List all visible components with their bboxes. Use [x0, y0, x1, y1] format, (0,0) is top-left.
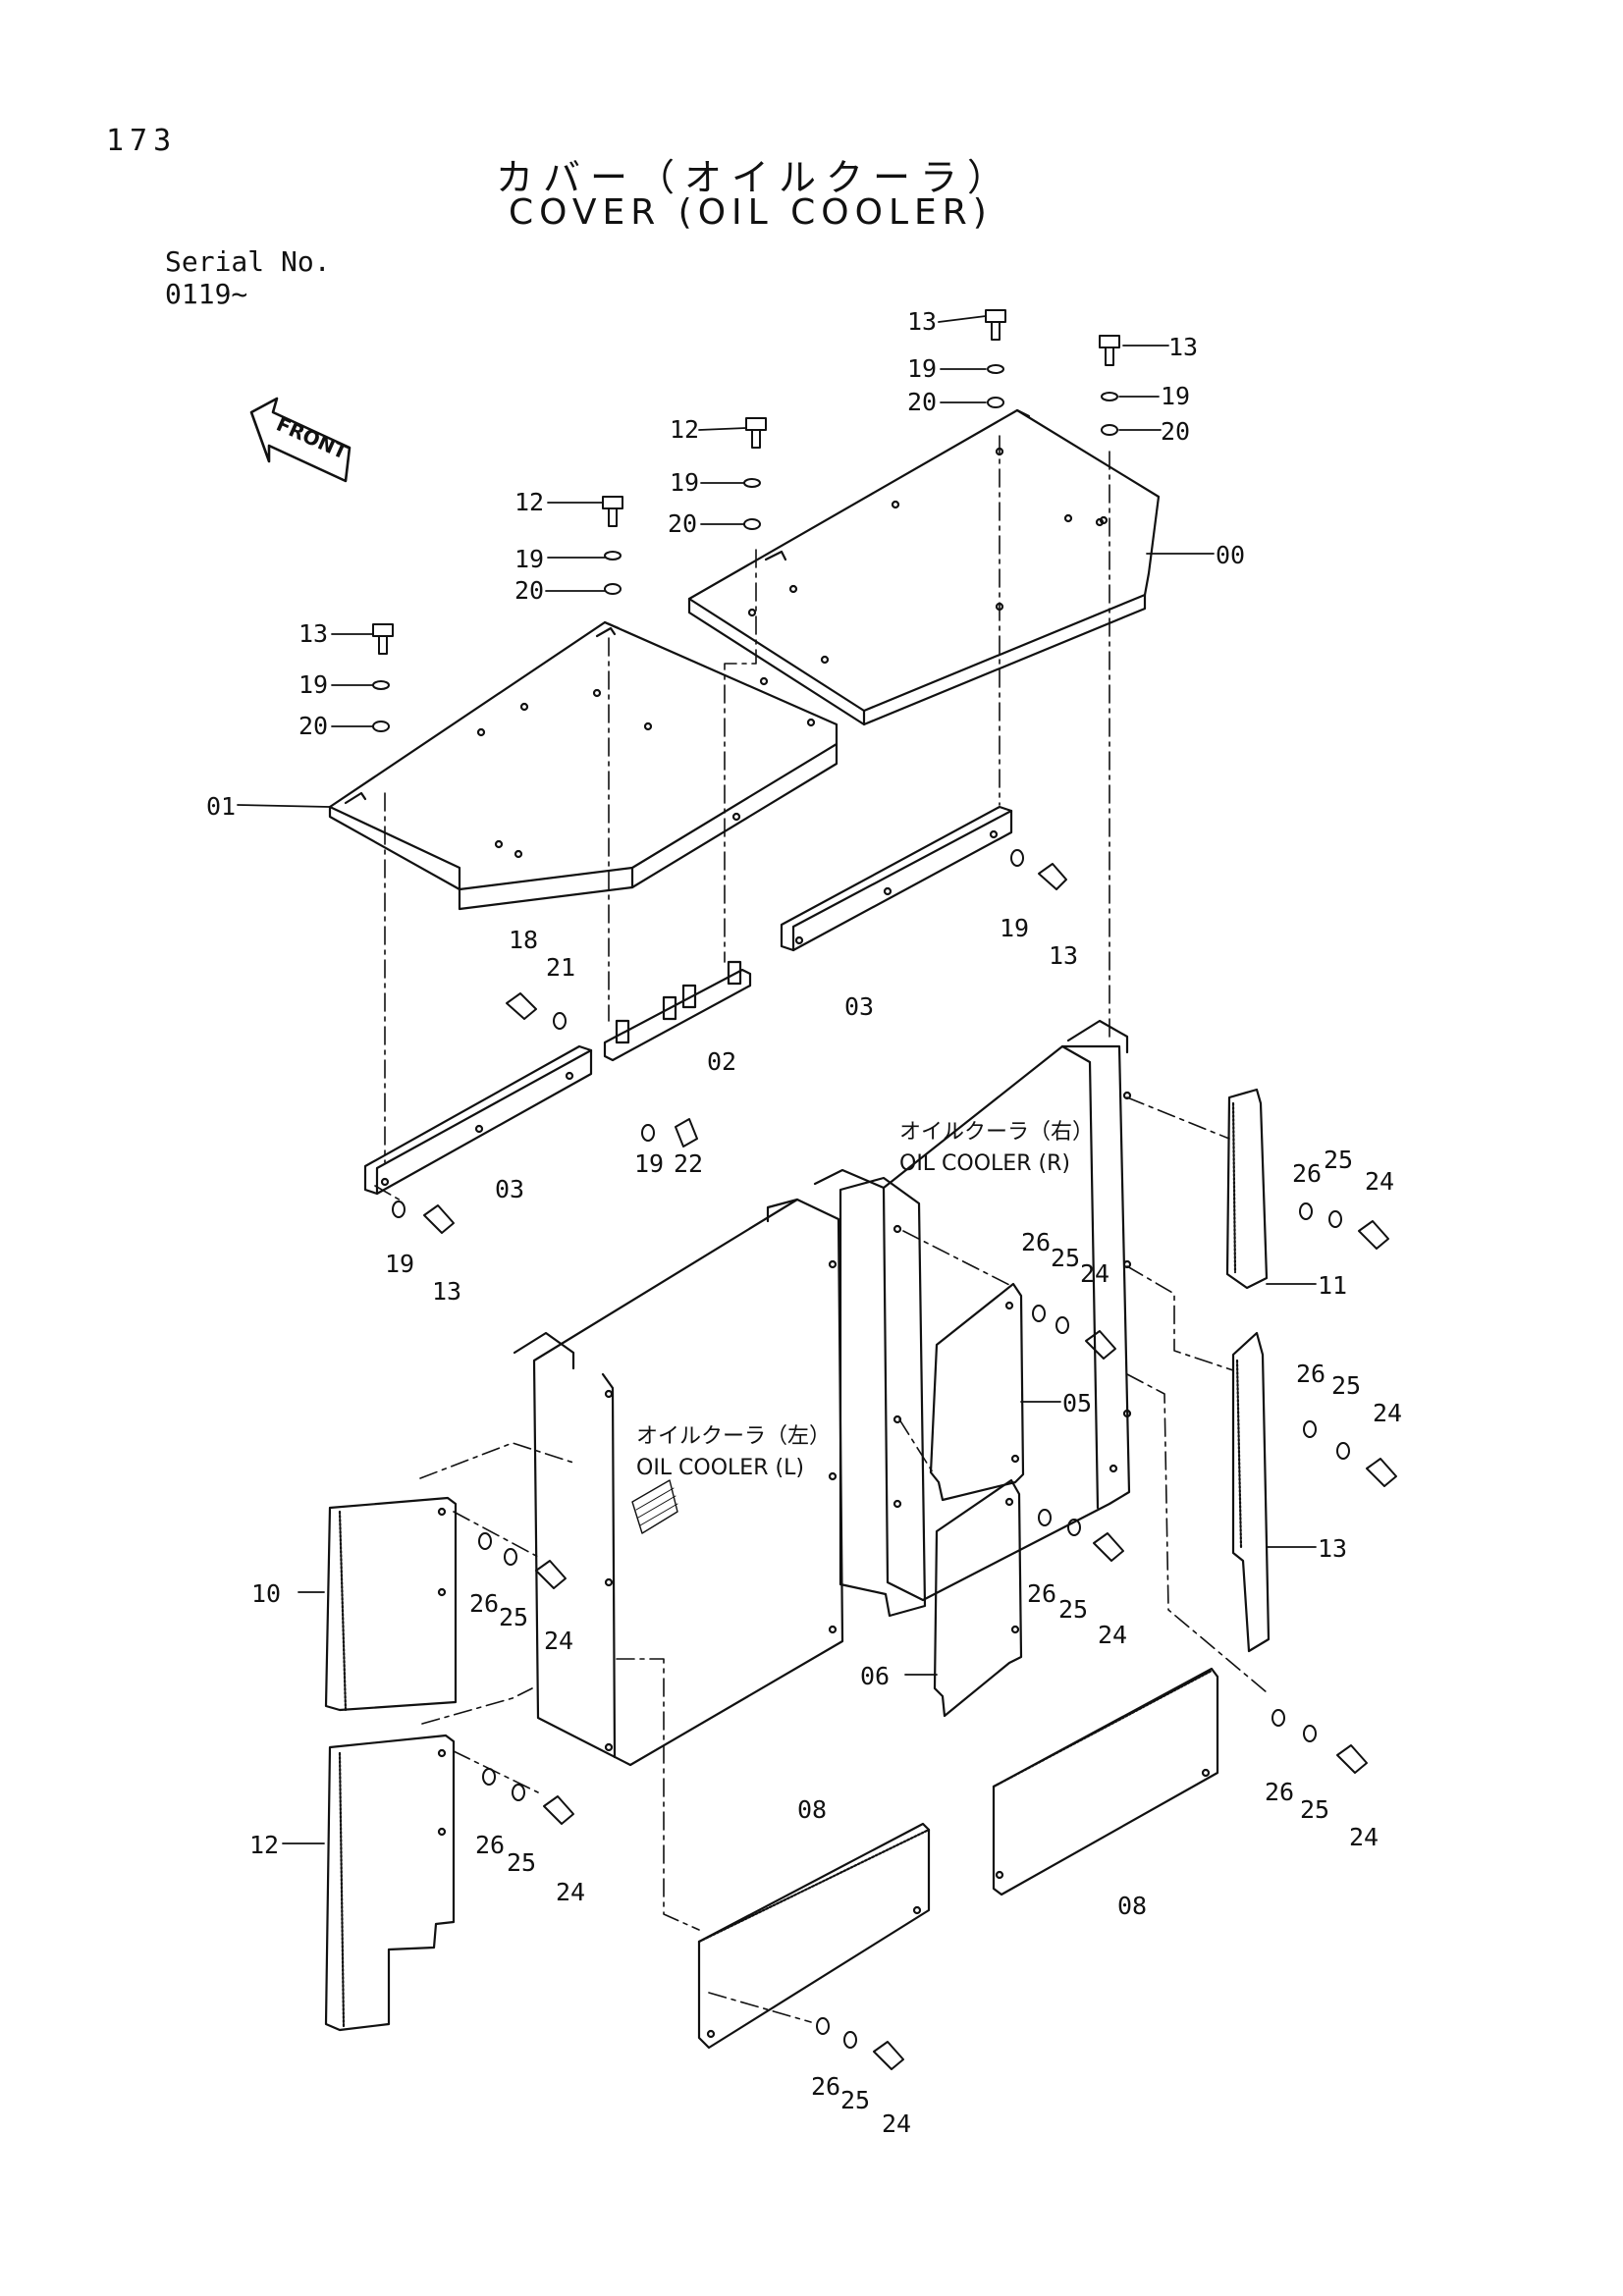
callout-26: 26: [1292, 1159, 1322, 1188]
oil-cooler-right-core: [813, 1168, 927, 1618]
page-number: 173: [106, 124, 178, 158]
callout-26: 26: [1021, 1228, 1051, 1256]
serial-number-value: 0119~: [165, 278, 248, 310]
callout-13: 13: [1318, 1534, 1347, 1563]
part-callouts: 13 13 19 19 20 20 00 12 19 20 12 19 20 1…: [206, 307, 1402, 2138]
callout-20: 20: [668, 509, 697, 538]
callout-24: 24: [1373, 1399, 1402, 1427]
callout-25: 25: [1324, 1146, 1353, 1174]
callout-26: 26: [1027, 1579, 1056, 1608]
callout-00: 00: [1216, 541, 1245, 569]
cover-panel-01: [328, 620, 839, 911]
callout-16: 12: [514, 488, 544, 516]
callout-19: 19: [385, 1250, 414, 1278]
page-title-japanese: カバー（オイルクーラ）: [496, 156, 1015, 199]
callout-20: 20: [298, 712, 328, 740]
side-panel-10: [324, 1496, 458, 1712]
callout-21: 21: [546, 953, 575, 982]
callout-24: 24: [1365, 1167, 1394, 1196]
side-panel-13: [1231, 1331, 1271, 1653]
callout-05: 05: [1062, 1389, 1092, 1417]
oil-cooler-right-label-en: OIL COOLER (R): [899, 1151, 1070, 1176]
callout-16: 12: [670, 415, 699, 444]
callout-11: 11: [1318, 1271, 1347, 1300]
callout-25: 25: [1058, 1595, 1088, 1624]
fasteners: [372, 309, 1397, 2070]
callout-17: 13: [298, 619, 328, 648]
front-arrow-label: FRONT: [273, 412, 352, 464]
callout-19: 19: [1161, 382, 1190, 410]
oil-cooler-left-label-ja: オイルクーラ（左）: [636, 1424, 831, 1449]
bottom-panel-08-left: [697, 1822, 931, 2050]
callout-25: 25: [1051, 1244, 1080, 1272]
page-title-english: COVER (OIL COOLER): [509, 192, 993, 233]
oil-cooler-right-label-ja: オイルクーラ（右）: [899, 1120, 1094, 1145]
callout-10: 10: [251, 1579, 281, 1608]
rail-03-right: [780, 805, 1013, 952]
callout-26: 26: [469, 1589, 499, 1618]
callout-25: 25: [1300, 1795, 1329, 1824]
callout-24: 24: [544, 1627, 573, 1655]
callout-22: 22: [674, 1149, 703, 1178]
callout-26: 26: [1265, 1778, 1294, 1806]
callout-24: 24: [882, 2109, 911, 2138]
callout-17: 13: [1168, 333, 1198, 361]
oil-cooler-left: [513, 1198, 844, 1767]
leader-lines: [237, 315, 1317, 1844]
front-direction-arrow: FRONT: [249, 397, 352, 483]
callout-19: 19: [907, 354, 937, 383]
callout-17: 13: [432, 1277, 461, 1306]
callout-26: 26: [811, 2072, 840, 2101]
callout-19: 19: [1000, 914, 1029, 942]
callout-08: 08: [797, 1795, 827, 1824]
callout-18: 18: [509, 926, 538, 954]
cover-panel-05: [929, 1282, 1025, 1502]
callout-08: 08: [1117, 1892, 1147, 1920]
callout-24: 24: [1098, 1621, 1127, 1649]
oil-cooler-left-label-en: OIL COOLER (L): [636, 1456, 804, 1480]
bottom-panel-08-right: [992, 1667, 1219, 1896]
callout-03: 03: [495, 1175, 524, 1203]
callout-20: 20: [514, 576, 544, 605]
callout-24: 24: [1349, 1823, 1379, 1851]
callout-25: 25: [499, 1603, 528, 1631]
callout-02: 02: [707, 1047, 736, 1076]
cover-panel-00: [687, 408, 1161, 726]
cover-panel-06: [933, 1478, 1023, 1718]
callout-25: 25: [1331, 1371, 1361, 1400]
callout-03: 03: [844, 992, 874, 1021]
callout-19: 19: [514, 545, 544, 573]
bracket-02: [603, 960, 752, 1062]
callout-19: 19: [670, 468, 699, 497]
callout-26: 26: [1296, 1360, 1325, 1388]
callout-19: 19: [634, 1149, 664, 1178]
callout-25: 25: [840, 2086, 870, 2114]
callout-17: 13: [907, 307, 937, 336]
callout-26: 26: [475, 1831, 505, 1859]
callout-19: 19: [298, 670, 328, 699]
callout-24: 24: [556, 1878, 585, 1906]
callout-17: 13: [1049, 941, 1078, 970]
callout-20: 20: [907, 388, 937, 416]
callout-24: 24: [1080, 1259, 1109, 1288]
callout-20: 20: [1161, 417, 1190, 446]
callout-12: 12: [249, 1831, 279, 1859]
serial-number-label: Serial No.: [165, 245, 331, 278]
callout-06: 06: [860, 1662, 890, 1690]
oil-cooler-right: [882, 1019, 1132, 1602]
side-panel-12: [324, 1734, 456, 2032]
side-panel-11: [1225, 1088, 1269, 1290]
rail-03-left: [363, 1044, 593, 1196]
callout-25: 25: [507, 1848, 536, 1877]
assembly-lines: [374, 435, 1268, 2023]
callout-01: 01: [206, 792, 236, 821]
